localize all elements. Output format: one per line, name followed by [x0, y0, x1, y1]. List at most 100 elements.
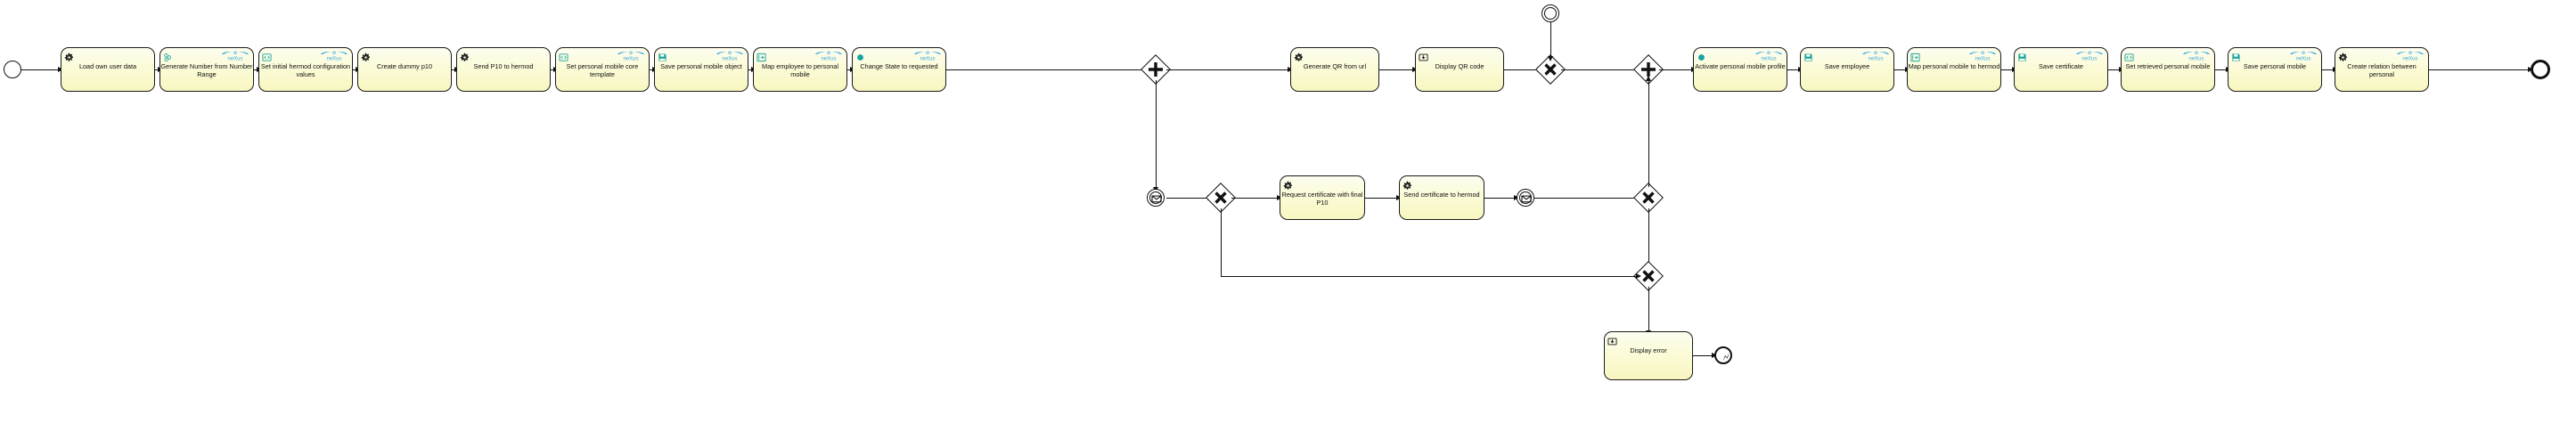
save-icon	[1803, 51, 1813, 61]
svg-text:1: 1	[166, 55, 168, 57]
task-label: Save personal mobile object	[660, 62, 742, 70]
sequence-flow	[1166, 69, 1288, 71]
nexus-brand-logo: neXus	[2074, 50, 2105, 61]
sequence-flow	[551, 69, 554, 71]
sequence-flow	[1156, 80, 1157, 188]
task-t13[interactable]: Send certificate to hermod	[1399, 175, 1484, 220]
sequence-flow	[847, 69, 851, 71]
nexus-brand-logo: neXus	[220, 50, 250, 61]
start-event[interactable]	[4, 61, 21, 78]
end-event[interactable]	[2531, 60, 2550, 79]
map-icon	[1910, 51, 1920, 62]
svg-text:neXus: neXus	[326, 56, 341, 61]
exclusive-gateway-bottom[interactable]	[1633, 261, 1664, 291]
task-t10[interactable]: Generate QR from url	[1290, 47, 1379, 92]
sequence-flow	[650, 69, 653, 71]
svg-text:neXus: neXus	[722, 56, 737, 61]
sequence-flow	[1221, 276, 1637, 278]
task-label: Send certificate to hermod	[1403, 191, 1480, 199]
task-t14[interactable]: Display error	[1604, 331, 1693, 380]
intermediate-event-top[interactable]	[1542, 4, 1559, 22]
svg-text:neXus: neXus	[623, 56, 638, 61]
sequence-flow	[2215, 69, 2227, 71]
sequence-flow	[254, 69, 258, 71]
gear-icon	[1283, 179, 1293, 190]
task-label: Save certificate	[2039, 62, 2083, 70]
error-end-event[interactable]	[1714, 346, 1732, 364]
task-label: Change State to requested	[860, 62, 938, 70]
task-label: Display QR code	[1435, 62, 1484, 70]
parallel-gateway-join[interactable]	[1633, 54, 1664, 85]
state-icon	[1697, 51, 1706, 61]
gear-icon	[460, 51, 470, 61]
task-t4[interactable]: Create dummy p10	[357, 47, 452, 92]
nexus-brand-logo: neXus	[2288, 50, 2318, 61]
svg-text:neXus: neXus	[821, 56, 836, 61]
cross-marker-icon	[1210, 187, 1231, 208]
flow-arrowhead	[1636, 273, 1641, 279]
task-t12[interactable]: Request certificate with final P10	[1280, 175, 1365, 220]
sequence-flow	[2001, 69, 2013, 71]
task-label: Request certificate with final P10	[1281, 191, 1363, 207]
sequence-flow	[748, 69, 752, 71]
task-label: Create dummy p10	[376, 62, 433, 70]
task-label: Set initial hermod configuration values	[260, 62, 351, 78]
sequence-flow	[1894, 69, 1906, 71]
cross-marker-icon	[1638, 265, 1659, 287]
sequence-flow	[946, 69, 1144, 71]
sequence-flow	[1550, 22, 1552, 57]
svg-text:neXus: neXus	[1868, 56, 1883, 61]
map-icon	[756, 51, 766, 62]
sequence-flow	[1484, 198, 1515, 199]
gear-icon	[2338, 51, 2348, 61]
svg-text:neXus: neXus	[227, 56, 242, 61]
gear-icon	[361, 51, 371, 61]
sequence-flow	[155, 69, 159, 71]
exclusive-gateway-mid-left[interactable]	[1206, 183, 1236, 213]
sequence-flow	[1561, 69, 1637, 71]
envelope-icon	[1517, 190, 1533, 206]
task-label: Map personal mobile to hermod	[1908, 62, 2000, 70]
task-t11[interactable]: Display QR code	[1415, 47, 1504, 92]
sequence-flow	[1504, 69, 1538, 71]
task-label: Send P10 to hermod	[473, 62, 534, 70]
nexus-brand-logo: neXus	[2181, 50, 2212, 61]
task-label: Set retrieved personal mobile	[2125, 62, 2211, 70]
exclusive-gateway-top[interactable]	[1535, 54, 1566, 85]
save-icon	[2017, 51, 2027, 61]
message-intermediate-event[interactable]	[1147, 189, 1165, 207]
task-t1[interactable]: Load own user data	[61, 47, 155, 92]
display-icon	[1419, 51, 1428, 61]
task-t5[interactable]: Send P10 to hermod	[456, 47, 551, 92]
code-icon	[559, 51, 568, 61]
parallel-gateway-split[interactable]	[1141, 54, 1171, 85]
svg-text:neXus: neXus	[1975, 56, 1990, 61]
state-icon	[855, 51, 865, 61]
task-label: Save personal mobile	[2243, 62, 2307, 70]
envelope-icon	[1148, 190, 1164, 206]
message-intermediate-event-2[interactable]	[1517, 189, 1534, 207]
sequence-flow	[1693, 355, 1713, 357]
sequence-flow	[2429, 69, 2529, 71]
code-icon	[2124, 51, 2134, 61]
sequence-flow	[2108, 69, 2120, 71]
exclusive-gateway-mid-right[interactable]	[1633, 183, 1664, 213]
flow-arrowhead	[1548, 56, 1553, 61]
nexus-brand-logo: neXus	[814, 50, 844, 61]
flow-arrowhead	[1646, 76, 1651, 81]
